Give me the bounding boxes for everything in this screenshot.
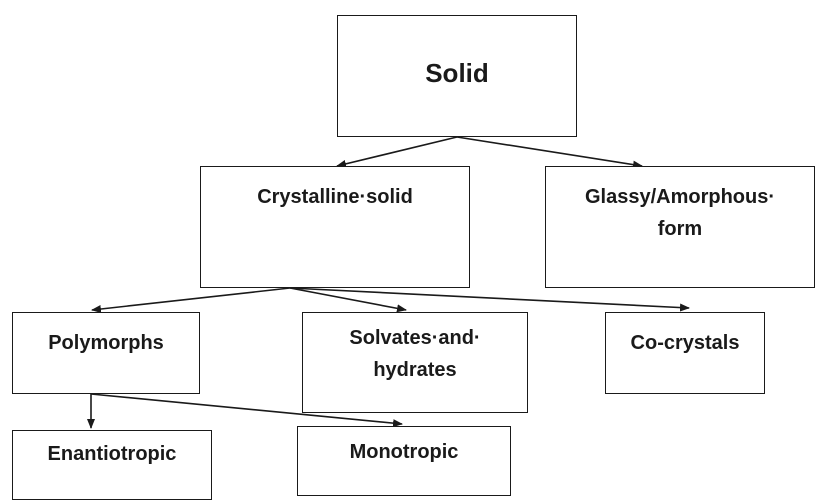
node-glassy-amorphous-form: Glassy/Amorphous· form [545, 166, 815, 288]
node-crystalline-solid: Crystalline·solid [200, 166, 470, 288]
arrow-crystalline-to-cocrystals [289, 287, 690, 312]
node-polymorphs: Polymorphs [12, 312, 200, 394]
node-solid: Solid [337, 15, 577, 137]
node-enantiotropic: Enantiotropic [12, 430, 212, 500]
arrow-solid-to-glassy [456, 136, 643, 169]
arrow-crystalline-to-polymorphs [91, 287, 291, 313]
node-solvates-and-hydrates: Solvates·and· hydrates [302, 312, 528, 413]
arrow-polymorphs-to-monotropic [90, 393, 403, 428]
arrow-crystalline-to-solvates [289, 287, 407, 313]
node-monotropic: Monotropic [297, 426, 511, 496]
node-co-crystals: Co-crystals [605, 312, 765, 394]
arrow-solid-to-crystalline [336, 136, 458, 168]
